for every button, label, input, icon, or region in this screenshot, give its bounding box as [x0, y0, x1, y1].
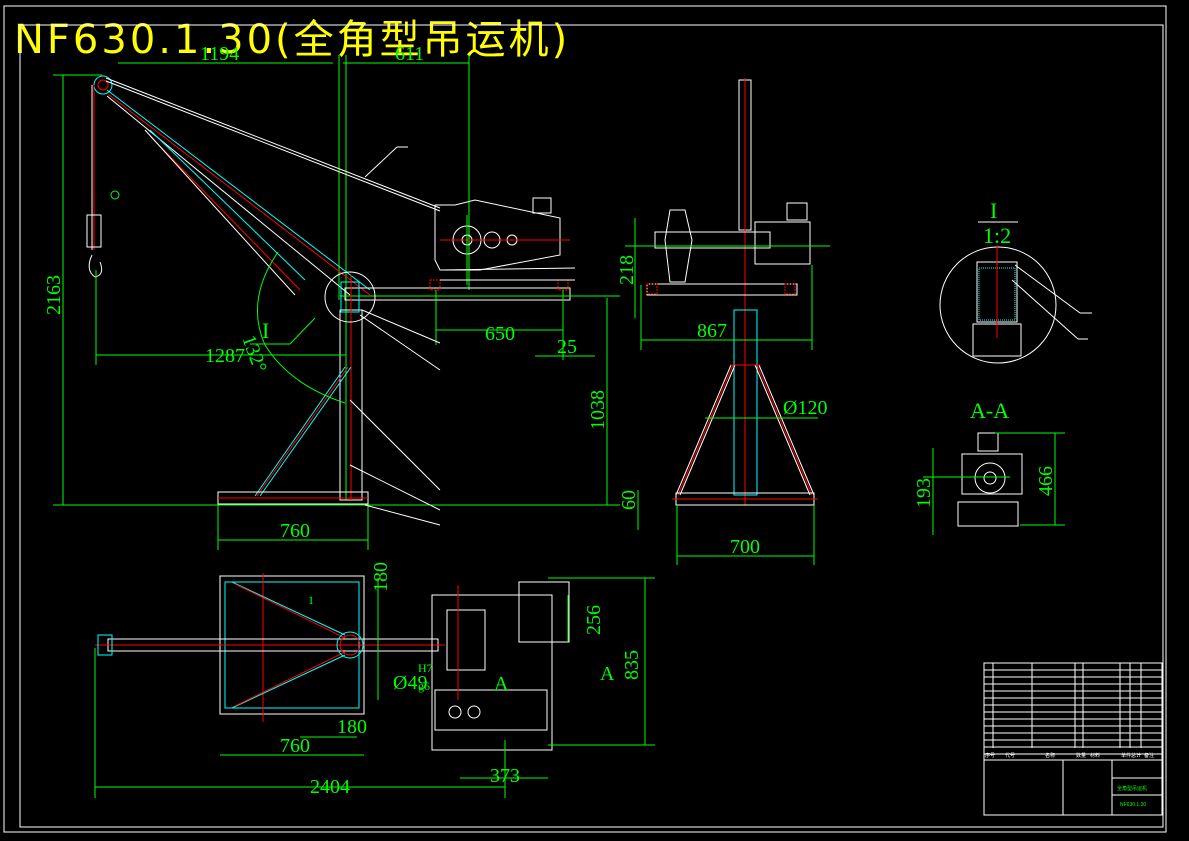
title-block-header-cell: 总计 [1131, 752, 1141, 759]
dim-2163: 2163 [43, 275, 65, 315]
tb-drawing-name: 全角型吊运机 [1117, 785, 1147, 792]
title-block-header-cell: 单件 [1121, 752, 1131, 759]
dim-650: 650 [485, 323, 515, 345]
section-mark-A-left: A [494, 673, 509, 695]
dim-180-top: 180 [370, 562, 392, 592]
dim-867: 867 [697, 320, 727, 342]
fit-lower: g6 [418, 679, 430, 693]
dim-700: 700 [730, 536, 760, 558]
dim-2404: 2404 [310, 776, 350, 798]
dim-180-bottom: 180 [337, 716, 367, 738]
top-leader-1: 1 [308, 593, 314, 607]
dim-466: 466 [1035, 466, 1057, 496]
section-AA-view: A-A 193 466 [913, 398, 1065, 535]
dim-25: 25 [557, 336, 577, 358]
dim-1038: 1038 [587, 390, 609, 430]
title-block-header-cell: 备注 [1144, 752, 1154, 759]
tb-drawing-number: NF630.1.30 [1120, 802, 1146, 808]
title-block-header-cell: 代号 [1005, 752, 1015, 759]
detail-callout-I: I [262, 318, 269, 343]
dim-1287: 1287 [205, 345, 245, 367]
detail-label: I [990, 198, 997, 223]
detail-scale: 1:2 [983, 223, 1011, 248]
dim-193: 193 [913, 478, 935, 508]
dim-373: 373 [490, 765, 520, 787]
dim-760-front: 760 [280, 520, 310, 542]
top-view: 1 180 Ø49 H7 g6 180 760 2404 373 256 835… [94, 562, 655, 798]
title-block: 全角型吊运机 NF630.1.30 序号 代号 名称 数量材料 单件总计备注 [983, 662, 1163, 816]
side-view: 218 867 Ø120 60 700 [616, 78, 830, 565]
detail-I-view: I 1:2 [939, 198, 1092, 364]
dim-218: 218 [616, 255, 638, 285]
title-block-header-cell: 数量 [1076, 752, 1086, 759]
dim-fit-dia49: Ø49 [393, 672, 427, 694]
section-label: A-A [970, 398, 1009, 423]
dim-835: 835 [621, 650, 643, 680]
dim-256: 256 [583, 605, 605, 635]
dim-60: 60 [618, 490, 640, 510]
dim-dia120: Ø120 [783, 397, 827, 419]
title-block-header-cell: 名称 [1045, 752, 1055, 759]
dim-760-top: 760 [280, 735, 310, 757]
fit-upper: H7 [418, 661, 433, 675]
section-mark-A-right: A [600, 663, 615, 685]
outer-frame [3, 5, 1167, 833]
dim-1194: 1194 [200, 43, 239, 65]
dim-611: 611 [395, 43, 424, 65]
inner-frame [19, 24, 1164, 828]
title-block-header-cell: 序号 [985, 752, 995, 759]
front-view: 1194 611 2163 [43, 43, 620, 550]
title-block-header-cell: 材料 [1090, 752, 1100, 759]
